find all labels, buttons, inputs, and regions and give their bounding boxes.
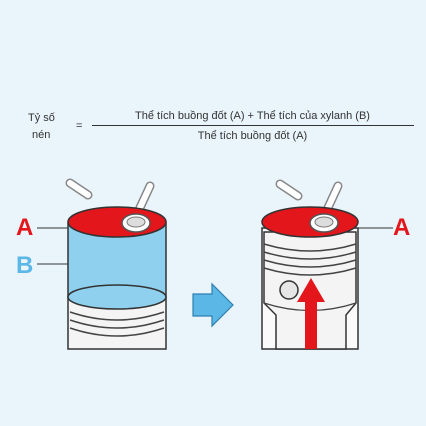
combustion-chamber-a-left <box>67 206 167 238</box>
piston-ring-2-left <box>69 319 165 329</box>
piston-ring-3-right <box>263 259 357 268</box>
compression-ratio-formula: Tỷ số nén = Thể tích buồng đốt (A) + Thể… <box>0 0 426 160</box>
piston-ring-1-left <box>69 311 165 321</box>
fraction-line <box>92 125 414 126</box>
ratio-label-line1: Tỷ số <box>28 112 55 124</box>
upward-stroke-arrow-shaft <box>305 298 317 349</box>
piston-ring-2-right <box>263 251 357 260</box>
formula-numerator: Thể tích buồng đốt (A) + Thể tích của xy… <box>135 110 370 122</box>
ratio-label-line2: nén <box>32 129 51 141</box>
valve-head-inner-left <box>126 216 146 228</box>
valve-head-inner-right <box>314 216 334 228</box>
transition-arrow-icon <box>192 282 234 328</box>
upward-stroke-arrow-icon <box>297 278 325 302</box>
exhaust-valve-stem-left-fill <box>135 183 153 215</box>
piston-crown-left <box>67 284 167 310</box>
intake-valve-stem-left-fill <box>67 180 91 198</box>
label-b-left: B <box>16 252 34 279</box>
equals-sign: = <box>76 120 83 132</box>
intake-valve-stem-right-fill <box>277 181 301 199</box>
label-a-left: A <box>16 214 34 241</box>
piston-ring-4-right <box>263 267 357 276</box>
left-cylinder <box>37 178 167 350</box>
label-a-right: A <box>393 214 411 241</box>
piston-ring-3-left <box>69 327 165 337</box>
piston-pin-boss-right <box>279 280 299 300</box>
right-cylinder <box>261 179 393 350</box>
formula-denominator: Thể tích buồng đốt (A) <box>197 130 308 142</box>
piston-ring-1-right <box>263 243 357 252</box>
